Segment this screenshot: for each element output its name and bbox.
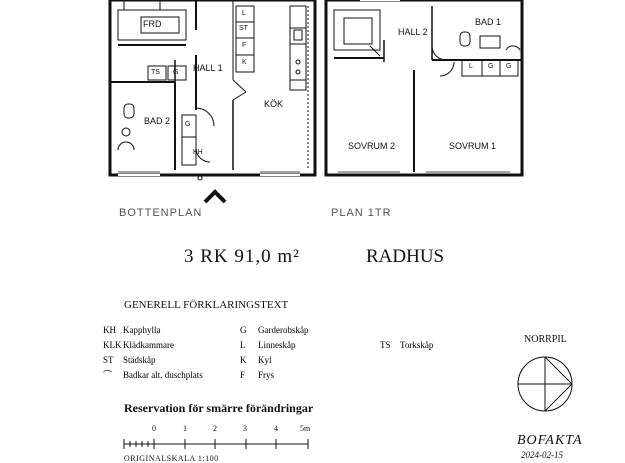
room-bedroom-2: SOVRUM 2: [348, 141, 396, 151]
scale-tick-label: 2: [213, 424, 217, 433]
room-frd: FRD: [143, 19, 162, 29]
legend-title: GENERELL FÖRKLARINGSTEXT: [124, 299, 289, 311]
legend-item: ⌒Badkar alt. duschplats: [103, 368, 203, 383]
closet-ts: TS: [151, 69, 160, 76]
scale-tick-label: 3: [243, 424, 247, 433]
floor-plan-drawing: [108, 0, 524, 204]
closet-upper-g2: G: [506, 63, 512, 70]
closet-l: L: [242, 10, 246, 17]
room-hall-1: HALL 1: [193, 63, 223, 73]
closet-upper-g1: G: [488, 63, 494, 70]
closet-st: ST: [239, 25, 248, 32]
closet-k: K: [242, 59, 247, 66]
brand-name: BOFAKTA: [517, 433, 583, 448]
closet-g-side: G: [185, 121, 191, 128]
room-bath-1: BAD 1: [475, 17, 502, 27]
scale-bar-ruler: [123, 439, 309, 449]
ground-floor-title: BOTTENPLAN: [119, 207, 203, 219]
room-kitchen: KÖK: [264, 99, 284, 109]
scale-bar: 0 1 2 3 4 5m ORIGINALSKALA 1:100: [122, 424, 322, 463]
room-bath-2: BAD 2: [144, 116, 171, 126]
room-bedroom-1: SOVRUM 1: [449, 141, 497, 151]
closet-g-top: G: [173, 69, 179, 76]
north-arrow-icon: [517, 356, 573, 412]
scale-tick-label: 1: [183, 424, 187, 433]
room-hall-2: HALL 2: [398, 27, 428, 37]
closet-upper-l: L: [469, 63, 473, 70]
closet-kh: KH: [193, 149, 203, 156]
brand-date: 2024-02-15: [521, 450, 563, 460]
entrance-arrow-icon: [203, 189, 227, 204]
scale-tick-label: 5m: [300, 424, 311, 433]
closet-f: F: [242, 42, 247, 49]
bathtub-shower-icon: ⌒: [103, 370, 113, 380]
property-type: RADHUS: [366, 246, 445, 267]
scale-tick-label: 4: [274, 424, 278, 433]
rooms-area: 3 RK 91,0 m²: [184, 246, 300, 267]
north-arrow-label: NORRPIL: [524, 334, 567, 345]
scale-tick-label: 0: [152, 424, 156, 433]
scale-caption: ORIGINALSKALA 1:100: [124, 454, 219, 463]
upper-floor-walls: [324, 0, 524, 177]
ground-floor-walls: [108, 0, 317, 177]
reservation-note: Reservation för smärre förändringar: [124, 401, 314, 415]
upper-floor-title: PLAN 1TR: [331, 207, 392, 219]
